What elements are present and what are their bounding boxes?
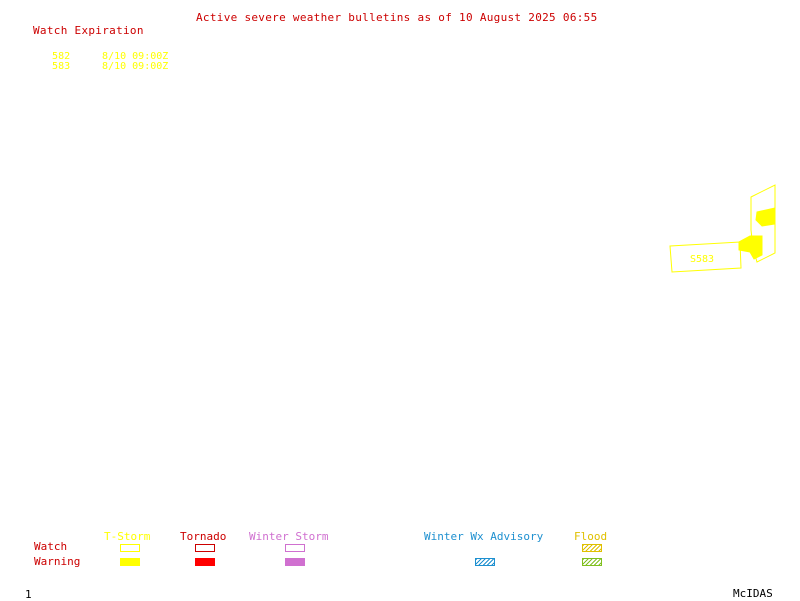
winter-storm-warning-swatch bbox=[285, 558, 305, 566]
watch-expiration-row: 583 8/10 09:00Z bbox=[40, 52, 168, 72]
tornado-warning-swatch bbox=[195, 558, 215, 566]
tornado-watch-swatch bbox=[195, 544, 215, 552]
legend-flood-label: Flood bbox=[574, 530, 608, 543]
legend-winter-storm-label: Winter Storm bbox=[249, 530, 329, 543]
winter-advisory-swatch bbox=[475, 558, 495, 566]
legend-tornado-label: Tornado bbox=[180, 530, 227, 543]
frame-number: 1 bbox=[25, 588, 32, 601]
watch-number: 582 bbox=[52, 51, 71, 62]
legend-warning-label: Warning bbox=[34, 555, 81, 568]
flood-watch-swatch bbox=[582, 544, 602, 552]
watch-583-area bbox=[669, 184, 776, 273]
watch-box-label-frame bbox=[669, 241, 742, 273]
winter-storm-watch-swatch bbox=[285, 544, 305, 552]
legend-tstorm-label: T-Storm bbox=[104, 530, 151, 543]
watch-expiry-time: 8/10 09:00Z bbox=[102, 51, 169, 62]
tstorm-warning-swatch bbox=[120, 558, 140, 566]
software-label: McIDAS bbox=[733, 587, 773, 600]
flood-warning-swatch bbox=[582, 558, 602, 566]
watch-expiry-time: 8/10 09:00Z bbox=[102, 61, 169, 72]
legend-winter-advisory-label: Winter Wx Advisory bbox=[424, 530, 544, 543]
watch-expiration-row: 582 8/10 09:00Z bbox=[40, 42, 168, 62]
bulletin-title: Active severe weather bulletins as of 10… bbox=[196, 11, 598, 24]
legend-watch-label: Watch bbox=[34, 540, 68, 553]
watch-number: 583 bbox=[52, 61, 71, 72]
warning-fills bbox=[738, 207, 776, 260]
tstorm-warning-area bbox=[738, 235, 763, 260]
watch-box-label: S583 bbox=[690, 254, 714, 265]
tstorm-watch-swatch bbox=[120, 544, 140, 552]
watch-expiration-heading: Watch Expiration bbox=[33, 24, 144, 37]
tstorm-warning-area bbox=[755, 207, 776, 227]
watch-box-outline bbox=[750, 184, 776, 263]
